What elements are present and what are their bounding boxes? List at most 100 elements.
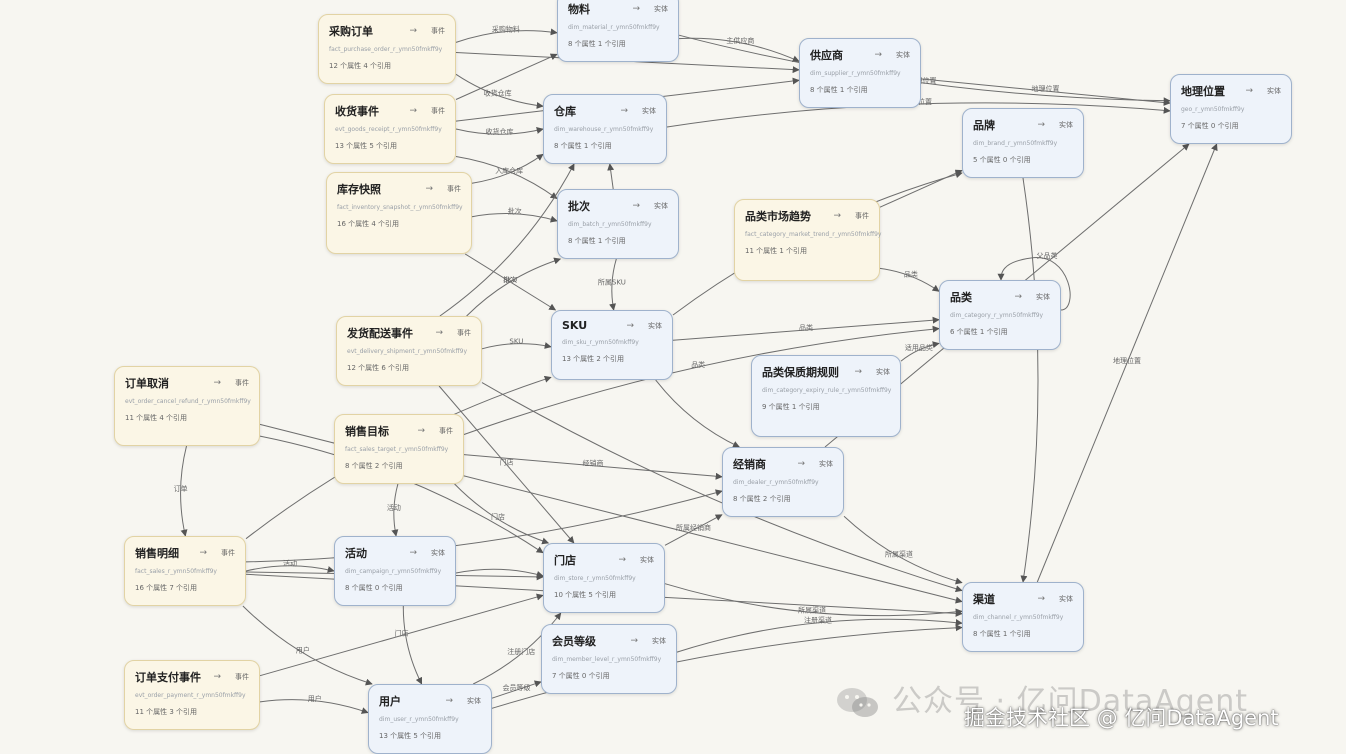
node-stats: 11 个属性 4 个引用 xyxy=(125,414,188,422)
edge-material-geo xyxy=(678,34,1171,105)
arrow-right-icon[interactable]: → xyxy=(409,26,417,36)
node-stats: 16 个属性 7 个引用 xyxy=(135,584,198,592)
node-stats: 8 个属性 1 个引用 xyxy=(568,237,626,245)
node-stats: 8 个属性 1 个引用 xyxy=(810,86,868,94)
arrow-right-icon[interactable]: → xyxy=(1037,594,1045,604)
arrow-right-icon[interactable]: → xyxy=(1037,120,1045,130)
edge-user-member xyxy=(491,680,542,699)
arrow-right-icon[interactable]: → xyxy=(199,548,207,558)
node-title: 地理位置 xyxy=(1181,85,1225,98)
arrow-right-icon[interactable]: → xyxy=(1245,86,1253,96)
node-code: dim_user_r_ymn50fmkff9y xyxy=(379,716,459,723)
node-code: dim_category_expiry_rule_r_ymn50fmkff9y xyxy=(762,387,892,394)
arrow-right-icon[interactable]: → xyxy=(632,4,640,14)
edge-sku-category xyxy=(672,316,940,341)
arrow-right-icon[interactable]: → xyxy=(425,184,433,194)
node-stats: 13 个属性 5 个引用 xyxy=(379,732,442,740)
node-sales[interactable]: 销售明细→事件 fact_sales_r_ymn50fmkff9y 16 个属性 7… xyxy=(124,536,246,606)
node-type-badge: 实体 xyxy=(1059,595,1073,603)
edge-label: 品类 xyxy=(691,360,705,369)
arrow-right-icon[interactable]: → xyxy=(626,320,634,331)
node-code: dim_channel_r_ymn50fmkff9y xyxy=(973,614,1064,621)
arrow-right-icon[interactable]: → xyxy=(417,426,425,436)
edge-label: 所属渠道 xyxy=(885,550,913,559)
node-code: dim_brand_r_ymn50fmkff9y xyxy=(973,140,1058,147)
node-type-badge: 实体 xyxy=(819,460,833,468)
arrow-right-icon[interactable]: → xyxy=(1014,292,1022,302)
node-stats: 5 个属性 0 个引用 xyxy=(973,156,1031,164)
node-header: 订单支付事件→事件 xyxy=(135,669,249,685)
arrow-right-icon[interactable]: → xyxy=(435,328,443,338)
node-header: SKU→实体 xyxy=(562,319,662,332)
arrow-right-icon[interactable]: → xyxy=(620,106,628,116)
arrow-right-icon[interactable]: → xyxy=(854,367,862,377)
arrow-right-icon[interactable]: → xyxy=(833,211,841,221)
arrow-right-icon[interactable]: → xyxy=(632,201,640,211)
edge-label: 门店 xyxy=(500,458,514,467)
edge-label: 注册门店 xyxy=(507,647,535,656)
arrow-right-icon[interactable]: → xyxy=(213,672,221,682)
arrow-right-icon[interactable]: → xyxy=(874,50,882,60)
arrow-right-icon[interactable]: → xyxy=(213,378,221,388)
edge-label: 活动 xyxy=(283,559,297,568)
node-header: 供应商→实体 xyxy=(810,47,910,63)
node-code: fact_inventory_snapshot_r_ymn50fmkff9y xyxy=(337,204,463,211)
node-title: 品类保质期规则 xyxy=(762,366,839,379)
node-code: dim_campaign_r_ymn50fmkff9y xyxy=(345,568,442,575)
arrow-right-icon[interactable]: → xyxy=(409,548,417,558)
node-type-badge: 实体 xyxy=(1267,87,1281,95)
node-code: dim_category_r_ymn50fmkff9y xyxy=(950,312,1044,319)
edge-label: 活动 xyxy=(387,503,401,512)
node-type-badge: 实体 xyxy=(648,321,662,330)
node-header: 物料→实体 xyxy=(568,1,668,17)
edge-supplier-geo xyxy=(920,78,1171,106)
node-title: 仓库 xyxy=(554,105,576,118)
edge-label: 品类 xyxy=(904,269,918,278)
edge-label: SKU xyxy=(509,338,523,346)
node-header: 会员等级→实体 xyxy=(552,633,666,649)
node-title: 品类 xyxy=(950,291,972,304)
edge-label: 用户 xyxy=(296,646,310,655)
node-header: 销售明细→事件 xyxy=(135,545,235,561)
node-code: fact_sales_r_ymn50fmkff9y xyxy=(135,568,217,575)
node-title: 库存快照 xyxy=(337,183,381,196)
node-type-badge: 实体 xyxy=(431,549,445,557)
edge-store-dealer xyxy=(664,514,723,546)
edge-sales-user xyxy=(242,605,373,686)
edge-member-channel xyxy=(676,618,963,653)
arrow-right-icon[interactable]: → xyxy=(409,106,417,116)
edge-inventory-sku xyxy=(464,253,557,311)
arrow-right-icon[interactable]: → xyxy=(618,555,626,565)
arrow-right-icon[interactable]: → xyxy=(445,696,453,706)
edge-label: 会员等级 xyxy=(503,683,531,692)
arrow-right-icon[interactable]: → xyxy=(797,459,805,469)
node-code: evt_order_cancel_refund_r_ymn50fmkff9y xyxy=(125,398,251,405)
node-code: dim_batch_r_ymn50fmkff9y xyxy=(568,221,652,228)
arrow-right-icon[interactable]: → xyxy=(630,636,638,646)
node-code: fact_category_market_trend_r_ymn50fmkff9… xyxy=(745,231,882,238)
